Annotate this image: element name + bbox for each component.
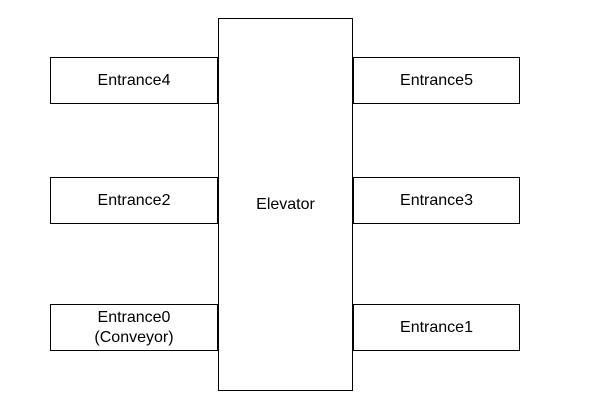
entrance0-label: Entrance0 (Conveyor) (94, 308, 174, 346)
entrance3-label: Entrance3 (400, 192, 473, 209)
entrance4-box: Entrance4 (50, 57, 218, 104)
entrance1-box: Entrance1 (353, 304, 520, 351)
entrance2-box: Entrance2 (50, 177, 218, 224)
entrance3-box: Entrance3 (353, 177, 520, 224)
elevator-box: Elevator (218, 18, 353, 391)
entrance5-label: Entrance5 (400, 72, 473, 89)
entrance1-label: Entrance1 (400, 319, 473, 336)
entrance2-label: Entrance2 (97, 192, 171, 209)
elevator-label: Elevator (256, 196, 315, 213)
entrance0-box: Entrance0 (Conveyor) (50, 304, 218, 351)
entrance5-box: Entrance5 (353, 57, 520, 104)
entrance4-label: Entrance4 (97, 72, 171, 89)
